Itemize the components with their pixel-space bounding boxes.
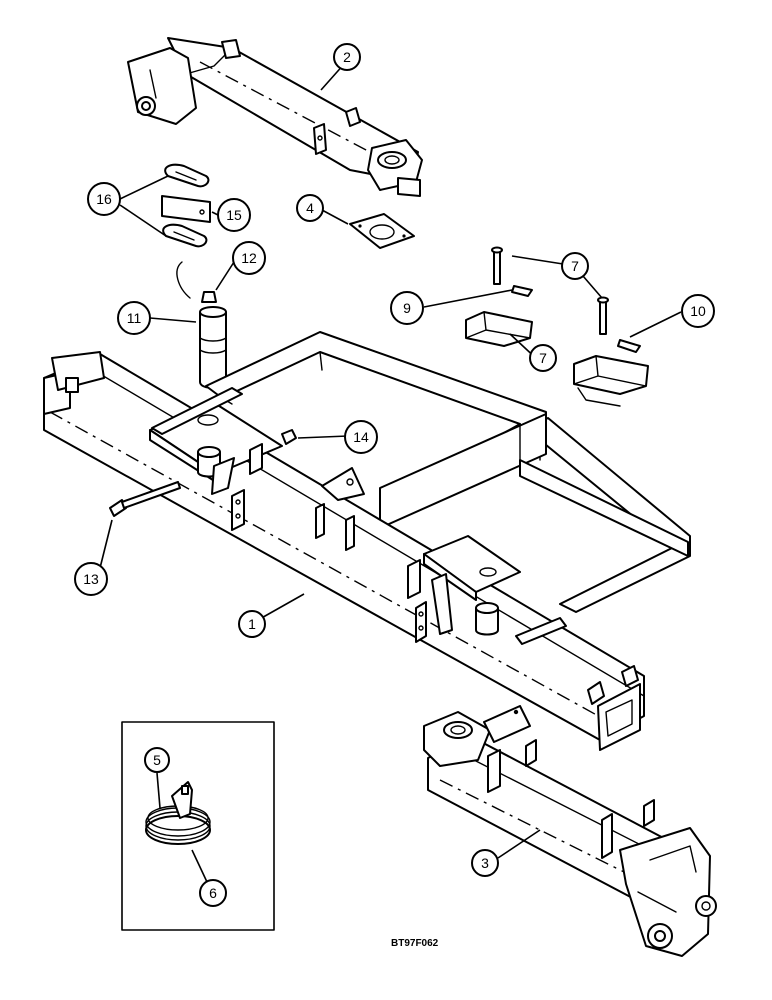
callout-1-label: 1 [248,616,256,632]
callout-16-label: 16 [96,191,112,207]
callout-12: 12 [232,241,266,275]
callout-4-label: 4 [306,200,314,216]
lower-wing-arm [423,705,717,957]
detail-inset [121,721,275,931]
callout-3-label: 3 [481,855,489,871]
upper-wing-arm [127,37,423,197]
callout-16: 16 [87,182,121,216]
callout-7-label: 7 [539,350,547,366]
callout-13: 13 [74,562,108,596]
callout-9-label: 7 [571,258,579,274]
callout-7: 7 [529,344,557,372]
callout-4: 4 [296,194,324,222]
callout-12-label: 12 [241,250,257,266]
callout-14-label: 14 [353,429,369,445]
callout-2: 2 [333,43,361,71]
lynch-clips [162,163,210,299]
callout-3: 3 [471,849,499,877]
grease-fitting [201,291,217,303]
bolts [491,246,609,335]
callout-10-left-label: 9 [403,300,411,316]
callout-11: 11 [117,301,151,335]
bearing-plate [349,213,415,249]
callout-15-label: 15 [226,207,242,223]
callout-5-label: 5 [153,752,161,768]
plate [161,195,211,223]
callout-5: 5 [144,747,170,773]
callout-11-label: 11 [127,310,142,326]
callout-9: 7 [561,252,589,280]
callout-13-label: 13 [83,571,99,587]
long-bolt [109,481,181,517]
callout-1: 1 [238,610,266,638]
channel-brackets [465,311,649,407]
figure-code: BT97F062 [391,938,439,949]
callout-6: 6 [199,879,227,907]
callout-15: 15 [217,198,251,232]
nut [281,429,297,445]
callout-6-label: 6 [209,885,217,901]
cotter-pins [511,285,641,353]
callout-2-label: 2 [343,49,351,65]
callout-10-right-label: 10 [690,303,706,319]
pivot-pin [199,306,227,389]
callout-10-right: 10 [681,294,715,328]
main-frame [43,331,691,751]
callout-10-left: 9 [390,291,424,325]
callout-14: 14 [344,420,378,454]
